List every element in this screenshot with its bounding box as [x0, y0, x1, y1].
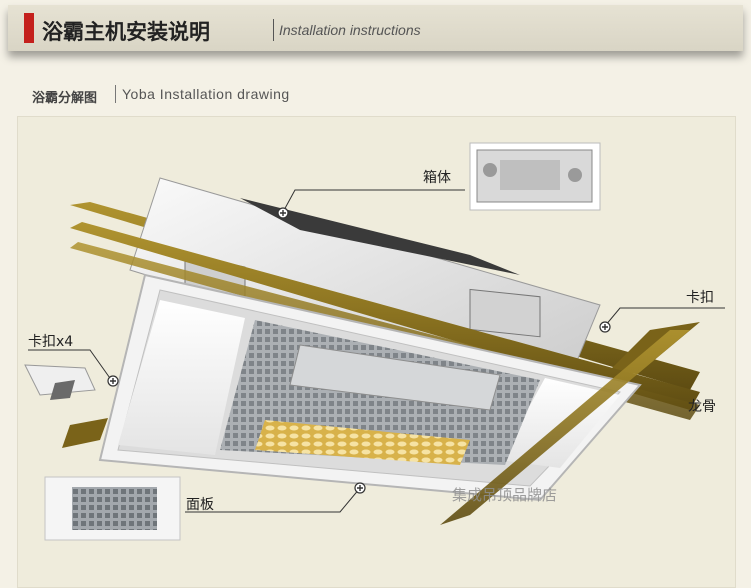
leader-clip-x4 [28, 349, 113, 382]
panel-vent-block [289, 344, 501, 411]
thumbnail-panel [44, 476, 181, 541]
watermark-text: 集成吊顶品牌店 [452, 486, 558, 504]
page-subtitle: Installation instructions [279, 22, 421, 38]
callout-panel: 面板 [186, 497, 214, 513]
callout-clip: 卡扣 [686, 290, 714, 306]
keel-cross-left [62, 418, 108, 448]
header-divider [273, 19, 274, 41]
page-title: 浴霸主机安装说明 [42, 20, 210, 44]
thumbnail-clip [24, 364, 96, 400]
leader-panel [185, 487, 361, 513]
keel-rail-lower [440, 330, 690, 525]
box-motor-right [469, 288, 541, 338]
callout-keel: 龙骨 [688, 399, 716, 415]
header-bar: 浴霸主机安装说明 Installation instructions [8, 5, 743, 51]
section-divider [115, 85, 116, 103]
section-subtitle: Yoba Installation drawing [122, 86, 290, 102]
header-accent-mark [24, 13, 34, 43]
section-title: 浴霸分解图 [32, 91, 98, 106]
panel-heater [255, 420, 470, 465]
box-top-dark [240, 198, 520, 275]
panel-lamp-left [118, 300, 245, 455]
leader-clip [604, 307, 725, 327]
leader-box [282, 189, 465, 213]
thumbnail-box [469, 142, 601, 211]
callout-clip-x4: 卡扣x4 [28, 334, 74, 350]
callout-box: 箱体 [423, 170, 451, 186]
